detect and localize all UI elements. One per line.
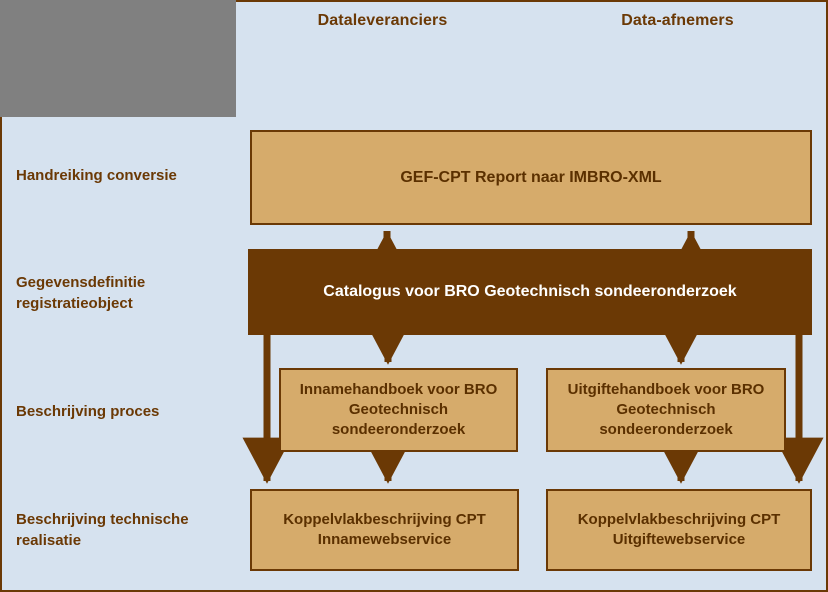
row-header-label: Beschrijving technische realisatie [16,510,189,549]
column-header-label: Data-afnemers [621,12,734,29]
row-header-label: Handreiking conversie [16,166,177,184]
column-header-data-afnemers: Data-afnemers [529,0,828,119]
box-innamehandboek[interactable]: Innamehandboek voor BRO Geotechnisch son… [279,368,518,452]
row-header-handreiking-conversie: Handreiking conversie [0,117,238,237]
row-header-label: Beschrijving proces [16,402,160,420]
grid-corner-cell [0,0,238,119]
row-header-label: Gegevensdefinitie registratieobject [16,274,146,312]
row-header-gegevensdefinitie-registratieobject: Gegevensdefinitie registratieobject [0,235,238,355]
box-koppelvlak-uitgiftewebservice[interactable]: Koppelvlakbeschrijving CPT Uitgiftewebse… [546,489,812,571]
column-header-dataleveranciers: Dataleveranciers [236,0,531,119]
box-koppelvlak-innamewebservice[interactable]: Koppelvlakbeschrijving CPT Innamewebserv… [250,489,519,571]
box-label: GEF-CPT Report naar IMBRO-XML [400,168,662,186]
box-label: Uitgiftehandboek voor BRO Geotechnisch s… [567,380,765,439]
column-header-label: Dataleveranciers [317,12,448,29]
box-gef-cpt-report[interactable]: GEF-CPT Report naar IMBRO-XML [250,130,812,225]
row-header-beschrijving-technische-realisatie: Beschrijving technische realisatie [0,471,238,592]
box-label: Innamehandboek voor BRO Geotechnisch son… [299,380,498,439]
box-label: Catalogus voor BRO Geotechnisch sondeero… [323,283,737,301]
box-label: Koppelvlakbeschrijving CPT Innamewebserv… [283,510,486,548]
box-uitgiftehandboek[interactable]: Uitgiftehandboek voor BRO Geotechnisch s… [546,368,786,452]
row-header-beschrijving-proces: Beschrijving proces [0,353,238,473]
box-label: Koppelvlakbeschrijving CPT Uitgiftewebse… [577,510,781,548]
box-catalogus[interactable]: Catalogus voor BRO Geotechnisch sondeero… [248,249,812,335]
